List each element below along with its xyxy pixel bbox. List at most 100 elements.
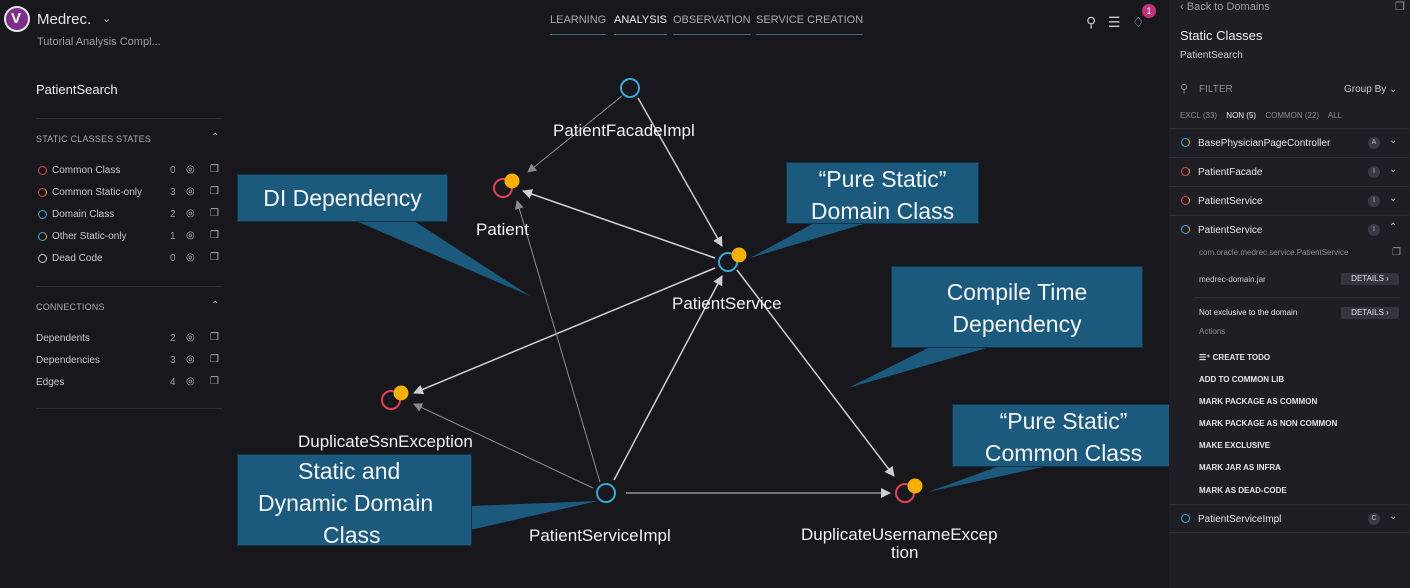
details-button[interactable]: DETAILS › bbox=[1341, 273, 1399, 285]
callout-text: Class bbox=[323, 522, 381, 548]
node-label-dupuser-line2: tion bbox=[891, 543, 919, 562]
eye-off-icon[interactable]: ◎ bbox=[186, 354, 195, 365]
tab-learning[interactable]: LEARNING bbox=[550, 14, 607, 35]
class-list-item[interactable]: BasePhysicianPageController A ⌄ bbox=[1169, 128, 1410, 156]
callout-pointer-pure-common bbox=[928, 465, 1052, 492]
copy-icon[interactable]: ❐ bbox=[210, 376, 219, 387]
common-static-icon bbox=[1181, 196, 1190, 205]
states-section-header: STATIC CLASSES STATES bbox=[36, 134, 152, 144]
eye-off-icon[interactable]: ◎ bbox=[186, 186, 195, 197]
action-mark-package-non-common[interactable]: MARK PACKAGE AS NON COMMON bbox=[1199, 419, 1338, 428]
action-mark-jar-infra[interactable]: MARK JAR AS INFRA bbox=[1199, 463, 1281, 472]
search-icon[interactable]: ⚲ bbox=[1086, 14, 1097, 30]
class-label: PatientService bbox=[1198, 225, 1263, 236]
connection-row-edges: Edges 4 ◎ ❐ bbox=[36, 376, 222, 392]
copy-icon[interactable]: ❐ bbox=[210, 252, 219, 263]
callout-text: Compile Time bbox=[946, 279, 1088, 305]
filter-tab-non[interactable]: NON (5) bbox=[1226, 111, 1257, 120]
chevron-down-icon[interactable]: ⌄ bbox=[102, 13, 112, 25]
details-label: DETAILS bbox=[1351, 308, 1384, 317]
copy-icon[interactable]: ❐ bbox=[210, 208, 219, 219]
app-name[interactable]: Medrec. bbox=[37, 11, 92, 28]
state-label: Common Class bbox=[52, 165, 121, 176]
eye-off-icon[interactable]: ◎ bbox=[186, 332, 195, 343]
edge-facade-service[interactable] bbox=[637, 97, 723, 247]
copy-icon[interactable]: ❐ bbox=[210, 164, 219, 175]
state-count: 1 bbox=[170, 231, 176, 242]
details-label: DETAILS bbox=[1351, 274, 1384, 283]
list-icon[interactable]: ☰ bbox=[1108, 14, 1121, 30]
edge-facade-patient[interactable] bbox=[527, 95, 623, 173]
chevron-up-icon[interactable]: ⌃ bbox=[211, 300, 220, 311]
callout-static-dynamic: Static and Dynamic Domain Class bbox=[237, 454, 472, 548]
node-patient-facade-impl[interactable] bbox=[620, 78, 640, 98]
action-add-to-common-lib[interactable]: ADD TO COMMON LIB bbox=[1199, 375, 1285, 384]
connection-row-dependencies: Dependencies 3 ◎ ❐ bbox=[36, 354, 222, 370]
tab-analysis[interactable]: ANALYSIS bbox=[614, 14, 667, 35]
class-label: PatientServiceImpl bbox=[1198, 514, 1282, 525]
tab-service-creation[interactable]: SERVICE CREATION bbox=[756, 14, 864, 35]
search-icon: ⚲ bbox=[1180, 83, 1189, 95]
filter-bar: ⚲ FILTER Group By ⌄ bbox=[1180, 82, 1400, 98]
edge-impl-service[interactable] bbox=[613, 275, 723, 481]
node-label-serviceimpl: PatientServiceImpl bbox=[529, 526, 671, 545]
edge-impl-patient[interactable] bbox=[514, 200, 601, 483]
copy-icon[interactable]: ❐ bbox=[1392, 247, 1401, 258]
action-mark-dead-code[interactable]: MARK AS DEAD-CODE bbox=[1199, 486, 1287, 495]
divider bbox=[36, 118, 222, 119]
class-list-item[interactable]: PatientServiceImpl C ⌄ bbox=[1169, 504, 1410, 532]
state-count: 3 bbox=[170, 187, 176, 198]
edge-service-dupuser[interactable] bbox=[736, 269, 895, 477]
action-create-todo[interactable]: ☰⁺ CREATE TODO bbox=[1199, 353, 1270, 362]
filter-tab-common[interactable]: COMMON (22) bbox=[1265, 111, 1320, 120]
chevron-down-icon[interactable]: ⌄ bbox=[1389, 135, 1398, 146]
class-list-item[interactable]: PatientService I ⌄ bbox=[1169, 186, 1410, 214]
connection-row-dependents: Dependents 2 ◎ ❐ bbox=[36, 332, 222, 348]
state-row-dead-code: Dead Code 0 ◎ ❐ bbox=[36, 252, 222, 268]
node-label-patient: Patient bbox=[476, 220, 529, 239]
filter-tab-all[interactable]: ALL bbox=[1327, 111, 1343, 120]
callout-text: Common Class bbox=[984, 440, 1143, 466]
class-list-item-expanded[interactable]: PatientService I ⌃ bbox=[1169, 215, 1410, 243]
filter-input[interactable]: FILTER bbox=[1199, 84, 1233, 95]
dependency-graph bbox=[356, 78, 1052, 530]
callout-pointer-pure-domain bbox=[750, 222, 870, 258]
chevron-down-icon[interactable]: ⌄ bbox=[1389, 164, 1398, 175]
chevron-up-icon[interactable]: ⌃ bbox=[1389, 222, 1398, 233]
copy-icon[interactable]: ❐ bbox=[210, 354, 219, 365]
static-only-marker bbox=[907, 478, 923, 494]
eye-off-icon[interactable]: ◎ bbox=[186, 164, 195, 175]
copy-icon[interactable]: ❐ bbox=[210, 230, 219, 241]
state-label: Domain Class bbox=[52, 209, 115, 220]
node-patient-service-impl[interactable] bbox=[596, 483, 616, 503]
filter-tab-excl[interactable]: EXCL (33) bbox=[1180, 111, 1218, 120]
edge-service-patient[interactable] bbox=[522, 189, 716, 259]
app-logo[interactable]: V bbox=[4, 6, 30, 32]
details-button[interactable]: DETAILS › bbox=[1341, 307, 1399, 319]
edge-impl-dupssn[interactable] bbox=[413, 403, 594, 489]
class-list-item[interactable]: PatientFacade I ⌄ bbox=[1169, 157, 1410, 185]
eye-off-icon[interactable]: ◎ bbox=[186, 252, 195, 263]
class-label: PatientFacade bbox=[1198, 167, 1263, 178]
filter-tabs: EXCL (33) NON (5) COMMON (22) ALL bbox=[1180, 111, 1349, 120]
copy-icon[interactable]: ❐ bbox=[1395, 1, 1405, 13]
chevron-down-icon[interactable]: ⌄ bbox=[1389, 511, 1398, 522]
chevron-up-icon[interactable]: ⌃ bbox=[211, 132, 220, 143]
group-by-dropdown[interactable]: Group By ⌄ bbox=[1344, 84, 1398, 95]
tab-observation[interactable]: OBSERVATION bbox=[673, 14, 751, 35]
eye-off-icon[interactable]: ◎ bbox=[186, 230, 195, 241]
bell-icon[interactable]: ♢ bbox=[1132, 14, 1145, 30]
action-make-exclusive[interactable]: MAKE EXCLUSIVE bbox=[1199, 441, 1271, 450]
connection-label: Dependents bbox=[36, 333, 90, 344]
back-to-domains-link[interactable]: ‹ Back to Domains bbox=[1180, 1, 1270, 13]
group-by-label: Group By bbox=[1344, 84, 1387, 95]
class-type-badge: A bbox=[1368, 137, 1380, 149]
edge-service-dupssn[interactable] bbox=[413, 267, 716, 395]
eye-off-icon[interactable]: ◎ bbox=[186, 208, 195, 219]
chevron-down-icon[interactable]: ⌄ bbox=[1389, 193, 1398, 204]
action-mark-package-common[interactable]: MARK PACKAGE AS COMMON bbox=[1199, 397, 1318, 406]
copy-icon[interactable]: ❐ bbox=[210, 332, 219, 343]
eye-off-icon[interactable]: ◎ bbox=[186, 376, 195, 387]
copy-icon[interactable]: ❐ bbox=[210, 186, 219, 197]
panel-subtitle: PatientSearch bbox=[1180, 50, 1243, 61]
